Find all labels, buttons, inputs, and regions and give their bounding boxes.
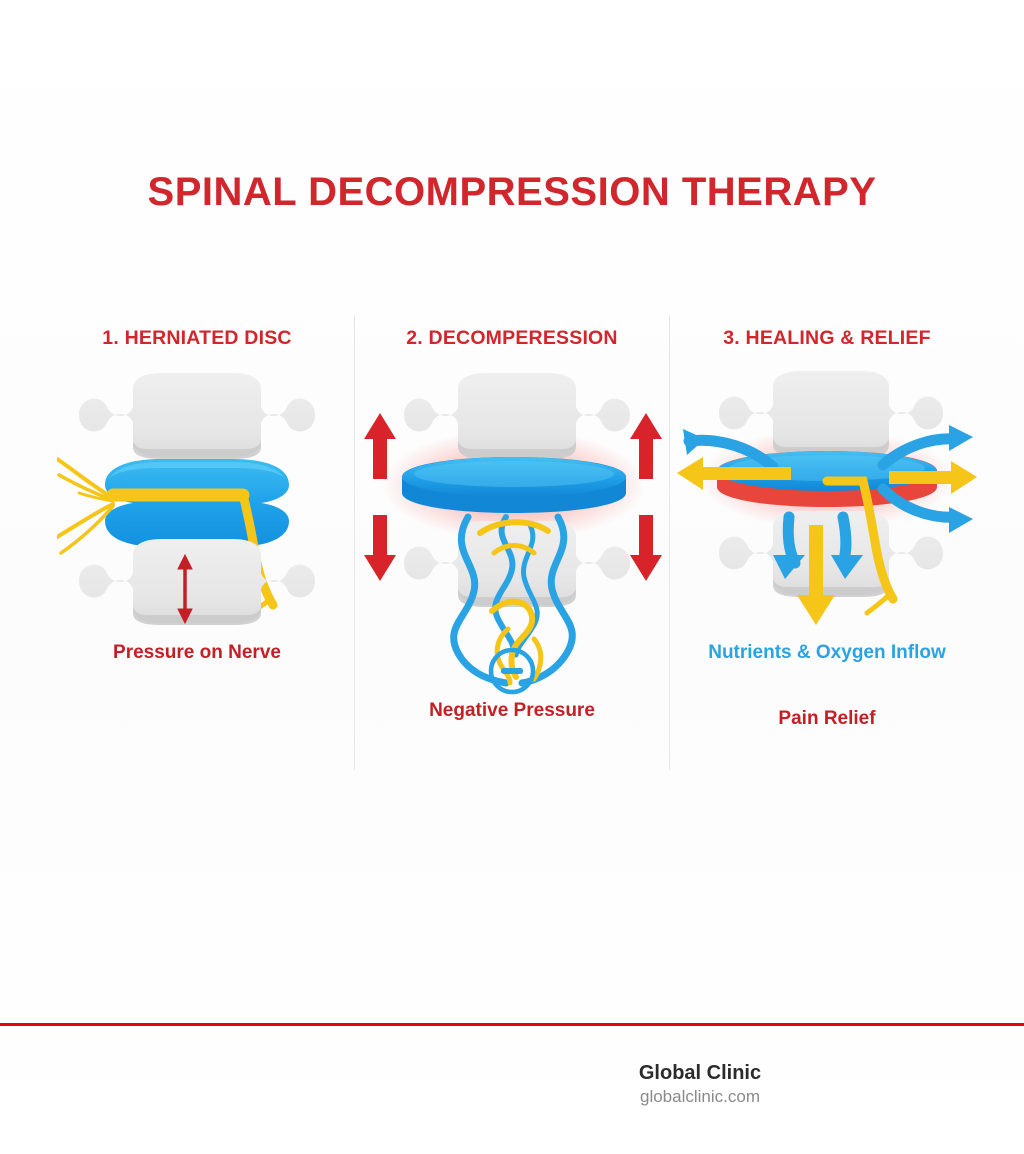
vacuum-swirl-icon: [450, 513, 576, 687]
pressure-arrow-icon: [177, 553, 193, 625]
down-arrowhead-left: [773, 555, 805, 579]
panel-2-caption: Negative Pressure: [429, 700, 595, 721]
traction-arrow-down-left: [364, 515, 396, 581]
minus-circle-outline-icon: [488, 647, 536, 695]
vertebra-lower-icon: [404, 521, 630, 607]
panel-3-illustration: [670, 367, 984, 647]
panel-1-caption: Pressure on Nerve: [113, 642, 281, 663]
outflow-arrow-yellow-right: [889, 461, 977, 494]
page-title: SPINAL DECOMPRESSION THERAPY: [147, 170, 877, 214]
nerve-root-icon: [822, 476, 898, 616]
panel-2-heading: 2. DECOMPERESSION: [406, 327, 618, 349]
minus-sign-icon: [501, 668, 523, 674]
panel-herniated-disc: 1. HERNIATED DISC: [40, 315, 354, 770]
panel-2-illustration: [355, 367, 669, 687]
panel-healing-relief: 3. HEALING & RELIEF: [669, 315, 984, 770]
brand-website: globalclinic.com: [640, 1087, 760, 1106]
panel-3-caption-secondary: Pain Relief: [778, 708, 876, 729]
vertebra-upper-icon: [79, 373, 315, 459]
down-arrowhead-right: [831, 555, 863, 579]
panel-1-illustration: [40, 367, 354, 647]
traction-arrow-up-right: [630, 413, 662, 479]
traction-arrow-down-right: [630, 515, 662, 581]
panel-3-heading: 3. HEALING & RELIEF: [723, 327, 931, 349]
bulging-disc-icon: [105, 459, 289, 547]
footer: Global Clinic globalclinic.com: [400, 1060, 1024, 1109]
outflow-arrow-yellow-left: [677, 457, 791, 490]
panel-row: 1. HERNIATED DISC: [40, 315, 984, 770]
flat-disc-icon: [402, 457, 626, 513]
panel-2-minus-badge: [355, 645, 669, 705]
inflow-arrowhead-left: [683, 429, 705, 455]
outflow-arrow-yellow-down: [797, 525, 835, 625]
traction-arrow-up-left: [364, 413, 396, 479]
vertebra-lower-icon: [719, 511, 943, 597]
vertebra-lower-icon: [79, 539, 315, 625]
inflow-arrowhead-right-bottom: [949, 507, 973, 533]
footer-divider: [0, 1023, 1024, 1026]
brand-name: Global Clinic: [638, 1062, 762, 1084]
panel-decompression: 2. DECOMPERESSION: [354, 315, 669, 770]
inflow-arrowhead-right-top: [949, 425, 973, 451]
vertebra-upper-icon: [404, 373, 630, 459]
panel-1-heading: 1. HERNIATED DISC: [102, 327, 292, 349]
panel-3-caption-primary: Nutrients & Oxygen Inflow: [708, 642, 946, 663]
